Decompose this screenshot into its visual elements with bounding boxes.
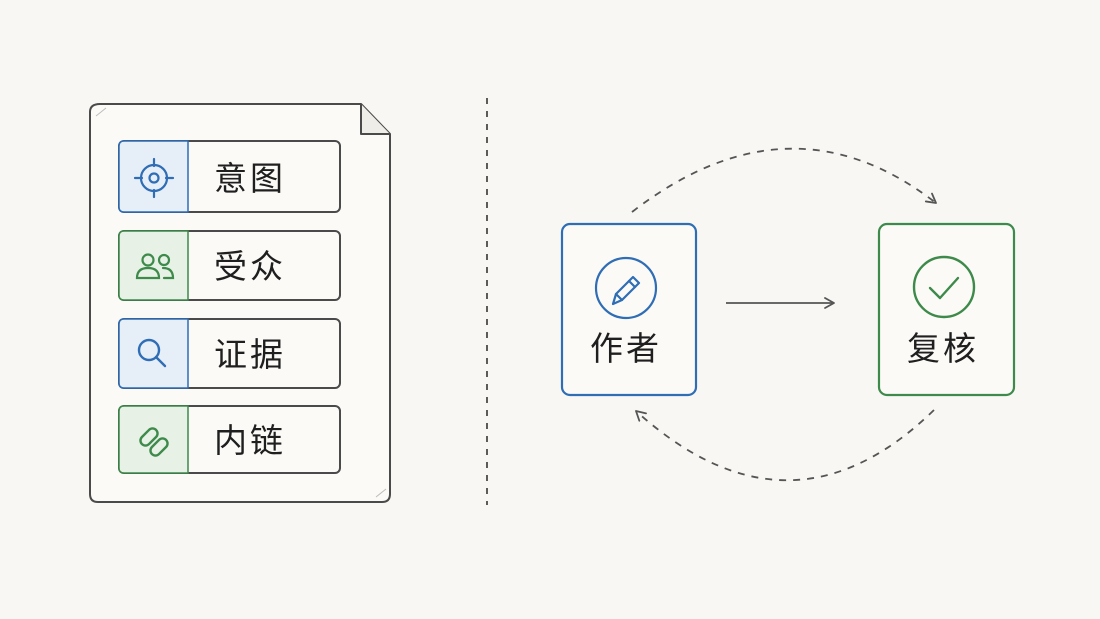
document-item-evidence: 证据 <box>118 318 341 389</box>
document-item-audience: 受众 <box>118 230 341 301</box>
document-item-label: 内链 <box>214 421 286 460</box>
search-icon <box>137 338 167 368</box>
reviewer-card: 复核 <box>877 222 1016 397</box>
document-item-label: 证据 <box>214 335 286 374</box>
document-item-label: 受众 <box>214 247 286 286</box>
users-icon <box>135 253 175 280</box>
author-card: 作者 <box>560 222 698 397</box>
reviewer-label: 复核 <box>907 329 979 368</box>
check-icon <box>912 255 976 319</box>
document-item-internal-links: 内链 <box>118 405 341 474</box>
review-arc-arrow <box>631 147 937 213</box>
feedback-arc-arrow <box>635 409 935 482</box>
author-label: 作者 <box>590 329 662 368</box>
document-item-intent: 意图 <box>118 140 341 213</box>
link-icon <box>139 427 169 457</box>
pencil-icon <box>594 256 658 320</box>
document-item-label: 意图 <box>214 159 286 198</box>
target-icon <box>133 157 175 199</box>
